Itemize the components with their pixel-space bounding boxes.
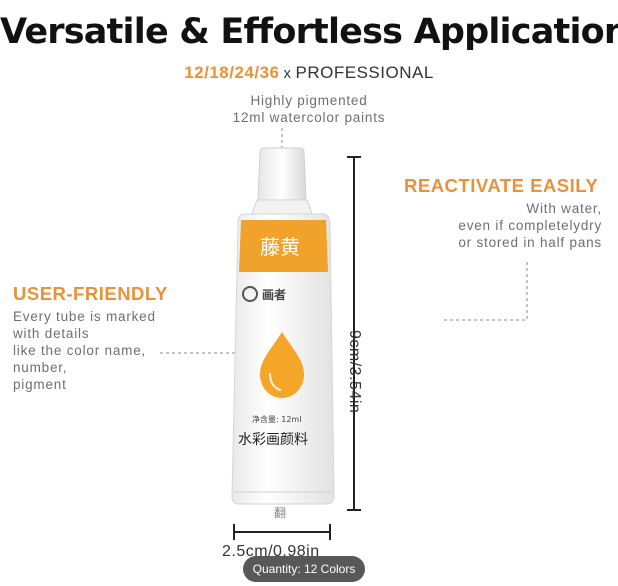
- reactivate-note-line: or stored in half pans: [458, 235, 602, 250]
- sizes-label: 12/18/24/36: [184, 63, 280, 82]
- tube-cap: [257, 147, 307, 201]
- pigment-note: Highly pigmented 12ml watercolor paints: [0, 92, 618, 126]
- quantity-badge[interactable]: Quantity: 12 Colors: [243, 556, 365, 582]
- width-label: 2.5cm/0.98in: [222, 543, 320, 560]
- reactivate-heading: REACTIVATE EASILY: [404, 175, 599, 196]
- reactivate-note-line: With water,: [526, 201, 602, 216]
- net-content-text: 净含量: 12ml: [252, 414, 301, 424]
- brand-text: 画者: [262, 287, 286, 302]
- color-name-text: 藤黄: [260, 235, 300, 259]
- professional-label: PROFESSIONAL: [295, 63, 434, 82]
- height-label: 9cm/3.54in: [346, 330, 363, 414]
- times-label: x: [283, 65, 292, 82]
- paint-tube: 藤黄 画者 净含量: 12ml 水彩画颜料 翻: [231, 147, 335, 520]
- page-title: Versatile & Effortless Application: [0, 12, 618, 52]
- user-friendly-note: Every tube is marked with details like t…: [13, 308, 156, 393]
- user-friendly-note-line: like the color name,: [13, 343, 147, 358]
- user-friendly-note-line: Every tube is marked: [13, 309, 156, 324]
- user-friendly-note-line: with details: [13, 326, 90, 341]
- reactivate-note: With water, even if completelydry or sto…: [458, 200, 602, 251]
- reactivate-callout-line: [442, 262, 528, 321]
- color-label-band: [239, 220, 328, 272]
- user-friendly-note-line: pigment: [13, 377, 67, 392]
- reactivate-note-line: even if completelydry: [458, 218, 602, 233]
- brand-logo-icon: [242, 286, 258, 302]
- product-name-text: 水彩画颜料: [238, 432, 308, 448]
- pigment-note-line: Highly pigmented: [250, 93, 368, 108]
- crimp-mark-text: 翻: [274, 506, 286, 520]
- user-friendly-heading: USER-FRIENDLY: [13, 283, 168, 304]
- user-friendly-note-line: number,: [13, 360, 68, 375]
- pigment-note-line: 12ml watercolor paints: [232, 110, 386, 125]
